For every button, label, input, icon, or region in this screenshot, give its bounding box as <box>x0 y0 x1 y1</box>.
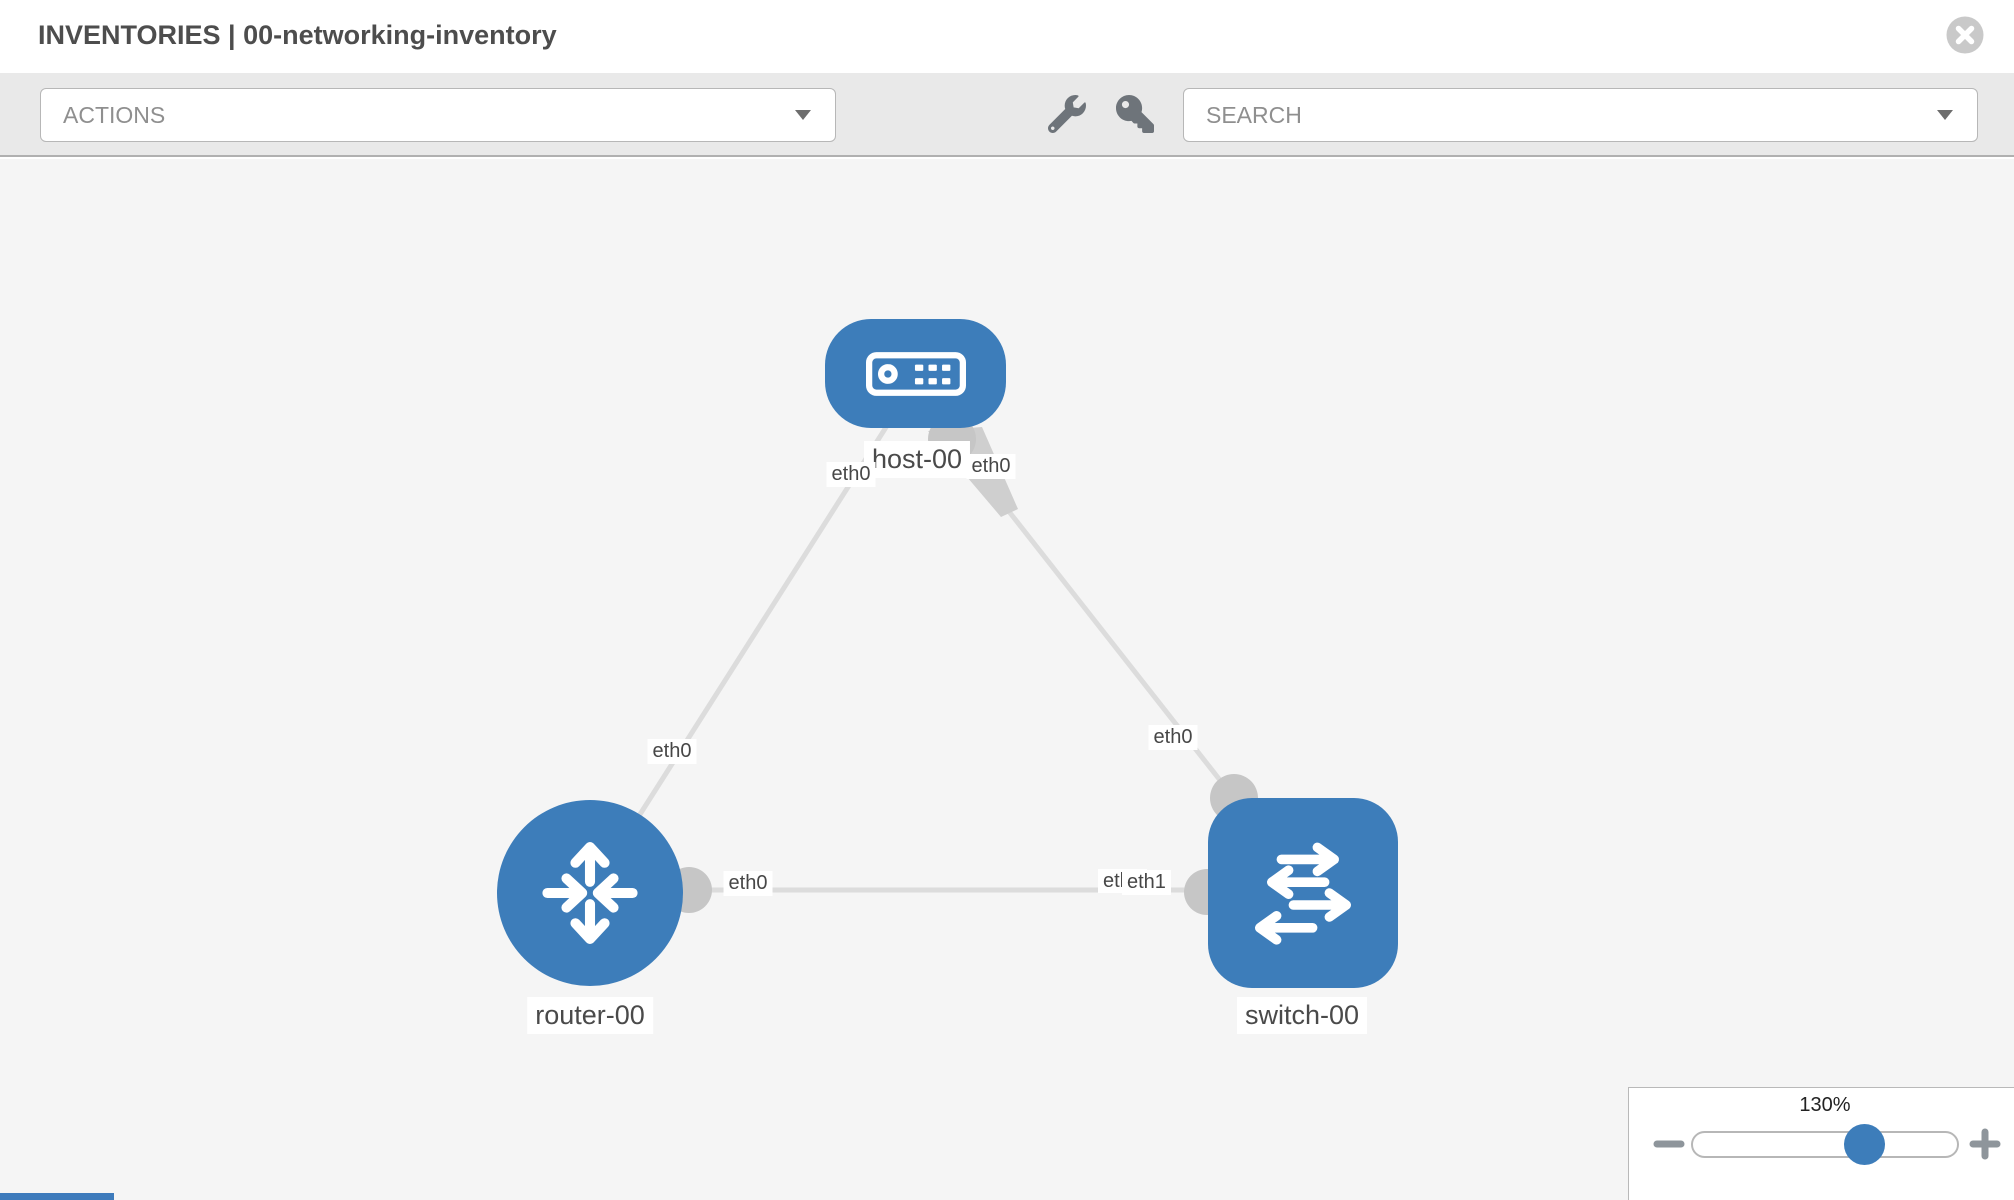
page-title: INVENTORIES | 00-networking-inventory <box>38 20 557 50</box>
node-label-switch-00: switch-00 <box>1236 997 1368 1034</box>
chevron-down-icon <box>1937 110 1953 120</box>
credentials-button[interactable] <box>1114 94 1156 136</box>
zoom-slider-handle[interactable] <box>1844 1124 1885 1165</box>
actions-dropdown[interactable]: ACTIONS <box>40 88 836 142</box>
host-icon <box>865 351 966 396</box>
search-dropdown[interactable]: SEARCH <box>1183 88 1978 142</box>
node-label-router-00: router-00 <box>527 997 653 1034</box>
close-button[interactable] <box>1946 16 1984 54</box>
zoom-panel: 130% <box>1628 1087 2014 1200</box>
plus-icon <box>1969 1128 2001 1160</box>
interface-label-host-right: eth0 <box>966 454 1016 479</box>
router-icon <box>542 842 638 944</box>
node-router-00[interactable] <box>497 800 683 986</box>
chevron-down-icon <box>795 110 811 120</box>
interface-label-router-uplink: eth0 <box>647 739 697 764</box>
zoom-slider[interactable] <box>1691 1124 1959 1165</box>
zoom-in-button[interactable] <box>1965 1124 2005 1164</box>
zoom-level: 130% <box>1799 1094 1851 1116</box>
node-switch-00[interactable] <box>1208 798 1398 988</box>
wrench-icon <box>1047 94 1086 133</box>
topology-canvas[interactable]: host-00 router-00 switch-00 eth0 eth0 et… <box>0 159 2014 1200</box>
header: INVENTORIES | 00-networking-inventory <box>0 0 2014 73</box>
interface-label-switch-top: eth0 <box>1148 725 1198 750</box>
zoom-out-button[interactable] <box>1649 1124 1689 1164</box>
background-page-fragment <box>0 1193 114 1200</box>
switch-icon <box>1255 842 1351 945</box>
close-icon <box>1946 16 1984 54</box>
interface-label-switch-mid-group: eth0 eth1 <box>1098 869 1171 895</box>
configure-button[interactable] <box>1046 94 1088 136</box>
node-label-host-00: host-00 <box>863 441 971 478</box>
interface-label-host-left: eth0 <box>826 462 876 487</box>
toolbar: ACTIONS SEARCH <box>0 73 2014 157</box>
actions-dropdown-label: ACTIONS <box>63 101 166 128</box>
search-dropdown-label: SEARCH <box>1206 101 1302 128</box>
key-icon <box>1116 94 1154 133</box>
node-host-00[interactable] <box>825 319 1006 428</box>
interface-label-switch-eth1: eth1 <box>1122 870 1171 895</box>
links-layer <box>587 415 1258 915</box>
interface-label-router-eth0: eth0 <box>723 871 773 896</box>
minus-icon <box>1653 1140 1685 1148</box>
